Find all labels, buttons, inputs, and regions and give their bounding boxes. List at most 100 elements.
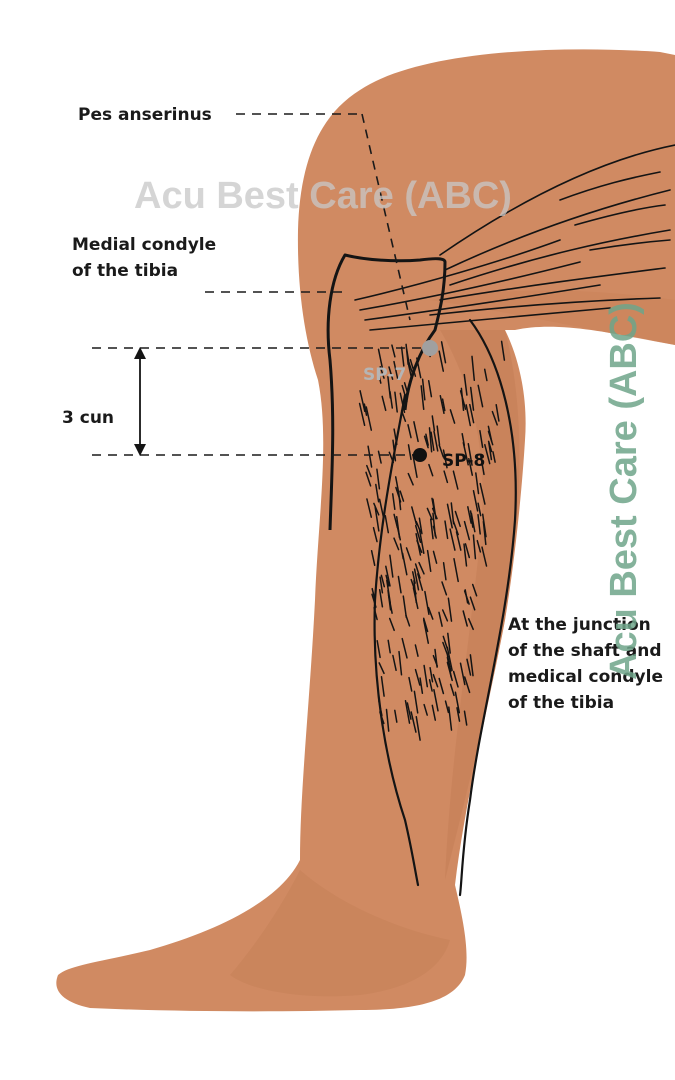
leg-outline bbox=[373, 318, 517, 897]
hair-stroke bbox=[423, 664, 429, 688]
hair-stroke bbox=[419, 677, 424, 694]
hair-stroke bbox=[411, 506, 418, 526]
hair-stroke bbox=[429, 666, 434, 683]
hair-stroke bbox=[488, 442, 493, 461]
hair-stroke bbox=[400, 346, 405, 367]
hair-stroke bbox=[466, 658, 472, 676]
junction-label-line1: At the junction bbox=[508, 615, 651, 635]
hair-stroke bbox=[452, 520, 459, 536]
hair-stroke bbox=[469, 403, 475, 424]
leg-illustration bbox=[56, 49, 675, 1012]
hair-stroke bbox=[415, 716, 421, 741]
hair-stroke bbox=[394, 391, 398, 413]
hair-stroke bbox=[477, 513, 481, 535]
hair-stroke bbox=[393, 428, 398, 446]
hair-stroke bbox=[447, 597, 453, 622]
hair-stroke bbox=[467, 443, 473, 466]
hair-stroke bbox=[500, 340, 506, 361]
hair-stroke bbox=[432, 654, 439, 667]
hair-stroke bbox=[447, 632, 451, 654]
hair-stroke bbox=[469, 386, 475, 411]
hair-stroke bbox=[392, 654, 397, 672]
sp8-label: SP-8 bbox=[442, 451, 485, 471]
hair-stroke bbox=[441, 581, 448, 596]
hair-stroke bbox=[469, 654, 474, 677]
hair-stroke bbox=[472, 489, 479, 512]
hair-stroke bbox=[495, 403, 500, 422]
hair-stroke bbox=[448, 706, 453, 731]
hair-stroke bbox=[421, 378, 426, 401]
hair-stroke bbox=[370, 549, 376, 567]
hair-stroke bbox=[377, 370, 382, 384]
hair-stroke bbox=[388, 617, 395, 632]
hair-stroke bbox=[394, 476, 399, 492]
hair-stroke bbox=[397, 575, 402, 594]
hair-stroke bbox=[401, 552, 408, 576]
hair-stroke bbox=[432, 512, 437, 537]
hair-stroke bbox=[428, 463, 434, 477]
hair-stroke bbox=[407, 424, 412, 439]
hair-stroke bbox=[454, 510, 461, 528]
hair-stroke bbox=[443, 470, 449, 484]
junction-label-line2: of the shaft and bbox=[508, 641, 662, 661]
hair-stroke bbox=[425, 433, 429, 446]
hair-stroke bbox=[379, 711, 385, 725]
hair-stroke bbox=[366, 498, 373, 518]
hair-stroke bbox=[422, 619, 430, 644]
hair-stroke bbox=[444, 520, 449, 540]
hair-stroke bbox=[402, 595, 408, 619]
watermark-horizontal: Acu Best Care (ABC) bbox=[134, 175, 512, 217]
hair-stroke bbox=[433, 688, 439, 712]
hair-stroke bbox=[438, 444, 445, 458]
hair-stroke bbox=[446, 646, 453, 672]
hair-stroke bbox=[372, 526, 378, 543]
leg-silhouette bbox=[56, 49, 675, 1012]
hair-stroke bbox=[384, 515, 390, 534]
hair-stroke bbox=[480, 455, 485, 476]
hair-stroke bbox=[413, 580, 418, 604]
hair-stroke bbox=[471, 355, 476, 382]
hair-stroke bbox=[441, 609, 449, 622]
hair-stroke bbox=[463, 676, 471, 694]
hair-stroke bbox=[463, 543, 468, 567]
hair-stroke bbox=[436, 425, 441, 446]
hair-stroke bbox=[469, 596, 476, 611]
hair-stroke bbox=[387, 375, 392, 399]
hair-stroke bbox=[387, 639, 391, 654]
calf-hair-strokes bbox=[358, 339, 506, 741]
hair-stroke bbox=[391, 344, 396, 358]
hair-stroke bbox=[415, 532, 422, 556]
hair-stroke bbox=[376, 468, 381, 490]
distance-label: 3 cun bbox=[62, 408, 114, 428]
hair-stroke bbox=[463, 520, 471, 541]
hair-stroke bbox=[462, 610, 468, 627]
hair-stroke bbox=[423, 703, 428, 716]
hair-stroke bbox=[446, 503, 453, 529]
hair-stroke bbox=[459, 662, 466, 686]
hair-stroke bbox=[428, 679, 433, 692]
hair-stroke bbox=[378, 700, 383, 717]
sp8-point bbox=[413, 448, 427, 462]
hair-stroke bbox=[366, 464, 372, 478]
hair-stroke bbox=[449, 683, 455, 697]
hair-stroke bbox=[484, 443, 491, 465]
watermark-vertical: Acu Best Care (ABC) bbox=[603, 302, 645, 680]
hair-stroke bbox=[378, 589, 384, 608]
distance-arrow bbox=[134, 347, 146, 456]
thigh-muscle-lines bbox=[354, 144, 675, 331]
hair-stroke bbox=[405, 343, 409, 365]
hair-stroke bbox=[487, 425, 493, 443]
hair-stroke bbox=[426, 507, 433, 521]
hair-stroke bbox=[413, 690, 419, 714]
hair-stroke bbox=[455, 531, 462, 551]
hair-stroke bbox=[479, 429, 484, 449]
hair-stroke bbox=[463, 710, 468, 726]
hair-stroke bbox=[379, 366, 385, 379]
hair-stroke bbox=[376, 640, 381, 659]
hair-stroke bbox=[465, 404, 472, 427]
hair-stroke bbox=[452, 470, 459, 490]
hair-stroke bbox=[468, 457, 474, 476]
hair-stroke bbox=[394, 709, 398, 723]
hair-stroke bbox=[467, 618, 474, 631]
